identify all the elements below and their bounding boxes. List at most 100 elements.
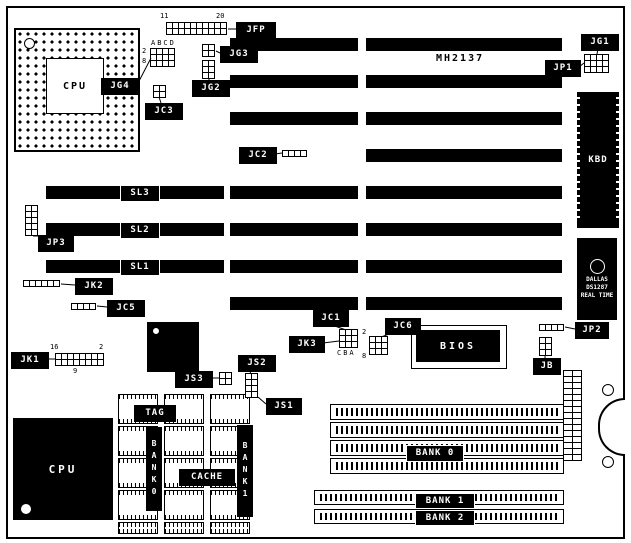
jg2-label: JG2 bbox=[192, 80, 230, 97]
jc1-label: JC1 bbox=[313, 310, 349, 327]
jc5-label: JC5 bbox=[107, 300, 145, 317]
isa-slot bbox=[366, 297, 562, 310]
jc6-jumper bbox=[369, 336, 388, 355]
din-mounting-circle bbox=[602, 384, 614, 396]
js2-jumper bbox=[245, 373, 258, 398]
tag-label: TAG bbox=[134, 405, 176, 422]
jk3-label: JK3 bbox=[289, 336, 325, 353]
isa-slot bbox=[366, 149, 562, 162]
jp2-label: JP2 bbox=[575, 322, 609, 339]
isa-slot bbox=[230, 112, 358, 125]
jp3-label: JP3 bbox=[38, 235, 74, 252]
jk1-pin-9: 9 bbox=[73, 367, 78, 375]
dip-chip bbox=[210, 522, 250, 534]
js3-label: JS3 bbox=[175, 371, 213, 388]
din-mounting-circle bbox=[602, 456, 614, 468]
power-connector bbox=[563, 370, 582, 461]
isa-slot bbox=[366, 223, 562, 236]
jk3-pin-cba: CBA bbox=[337, 349, 356, 357]
abcd-pin-label: ABCD bbox=[151, 39, 176, 47]
jk1-header bbox=[55, 353, 104, 366]
jc6-pin-2: 2 bbox=[362, 328, 367, 336]
jb-label: JB bbox=[533, 358, 561, 375]
jc5-jumper bbox=[71, 303, 96, 310]
jg2-jumper bbox=[202, 60, 215, 79]
jp3-jumper bbox=[25, 205, 38, 236]
isa-slot bbox=[230, 260, 358, 273]
kbd-chip: KBD bbox=[577, 92, 619, 228]
chipset-pin1-marker bbox=[21, 504, 31, 514]
isa-slot bbox=[366, 112, 562, 125]
jb-jumper bbox=[539, 337, 552, 356]
chipset-label: CPU bbox=[48, 462, 78, 476]
dallas-realtime-text: REAL TIME bbox=[580, 291, 614, 299]
jg4-pin-2: 2 bbox=[142, 47, 147, 55]
chipset-chip: CPU bbox=[13, 418, 113, 520]
jfp-label: JFP bbox=[236, 22, 276, 39]
pin1-marker bbox=[24, 38, 35, 49]
cache-label: CACHE bbox=[179, 469, 235, 486]
cache-bank1-label: BANK1 bbox=[237, 425, 253, 517]
dip-chip bbox=[164, 426, 204, 456]
jfp-header bbox=[166, 22, 227, 35]
js2-label: JS2 bbox=[238, 355, 276, 372]
jc3-jumper bbox=[153, 85, 166, 98]
clock-icon bbox=[589, 258, 605, 274]
bios-chip: BIOS bbox=[416, 330, 500, 362]
simm-slot bbox=[330, 404, 564, 420]
sl1-label: SL1 bbox=[120, 259, 160, 276]
isa-slot bbox=[230, 186, 358, 199]
isa-slot bbox=[230, 223, 358, 236]
board-id: MH2137 bbox=[436, 53, 485, 64]
jk3-jumper bbox=[339, 329, 358, 348]
qfp-pin1-marker bbox=[152, 327, 160, 335]
simm-slot bbox=[330, 422, 564, 438]
jg4-pin-8: 8 bbox=[142, 57, 147, 65]
bank2-label: BANK 2 bbox=[415, 510, 475, 526]
dip-chip bbox=[118, 522, 158, 534]
jk1-label: JK1 bbox=[11, 352, 49, 369]
jp1-jumper bbox=[584, 54, 609, 73]
jg4-label: JG4 bbox=[101, 78, 139, 95]
board-outline bbox=[6, 6, 625, 539]
bank1-label: BANK 1 bbox=[415, 493, 475, 509]
jp1-label: JP1 bbox=[545, 60, 581, 77]
dallas-rtc-chip: DALLAS DS1287 REAL TIME bbox=[577, 238, 617, 320]
jc2-jumper bbox=[282, 150, 307, 157]
isa-slot bbox=[230, 75, 358, 88]
isa-slot bbox=[366, 260, 562, 273]
jfp-pin-20: 20 bbox=[216, 12, 225, 20]
jc3-label: JC3 bbox=[145, 103, 183, 120]
dip-chip bbox=[164, 522, 204, 534]
jk2-label: JK2 bbox=[75, 278, 113, 295]
dallas-text: DALLAS bbox=[586, 275, 608, 283]
cpu-label: CPU bbox=[46, 58, 104, 114]
isa-slot bbox=[366, 38, 562, 51]
js3-jumper bbox=[219, 372, 232, 385]
isa-slot bbox=[230, 38, 358, 51]
jfp-pin-11: 11 bbox=[160, 12, 169, 20]
jk2-jumper bbox=[23, 280, 60, 287]
jg3-label: JG3 bbox=[220, 46, 258, 63]
jc6-pin-8: 8 bbox=[362, 352, 367, 360]
cache-bank0-label: BANK0 bbox=[146, 427, 162, 511]
jk1-pin-16: 16 bbox=[50, 343, 59, 351]
jk1-pin-2: 2 bbox=[99, 343, 104, 351]
qfp-chip bbox=[147, 322, 199, 372]
isa-slot bbox=[366, 186, 562, 199]
jp2-jumper bbox=[539, 324, 564, 331]
dip-chip bbox=[164, 490, 204, 520]
bank0-label: BANK 0 bbox=[406, 445, 464, 462]
dallas-part-number: DS1287 bbox=[586, 283, 608, 291]
js1-label: JS1 bbox=[266, 398, 302, 415]
jg3-jumper bbox=[202, 44, 215, 57]
jg1-label: JG1 bbox=[581, 34, 619, 51]
jg4-jumper bbox=[150, 48, 175, 67]
isa-slot bbox=[366, 75, 562, 88]
sl3-label: SL3 bbox=[120, 185, 160, 202]
dip-chip bbox=[210, 394, 250, 424]
jc6-label: JC6 bbox=[385, 318, 421, 335]
jc2-label: JC2 bbox=[239, 147, 277, 164]
isa-slot bbox=[230, 297, 358, 310]
